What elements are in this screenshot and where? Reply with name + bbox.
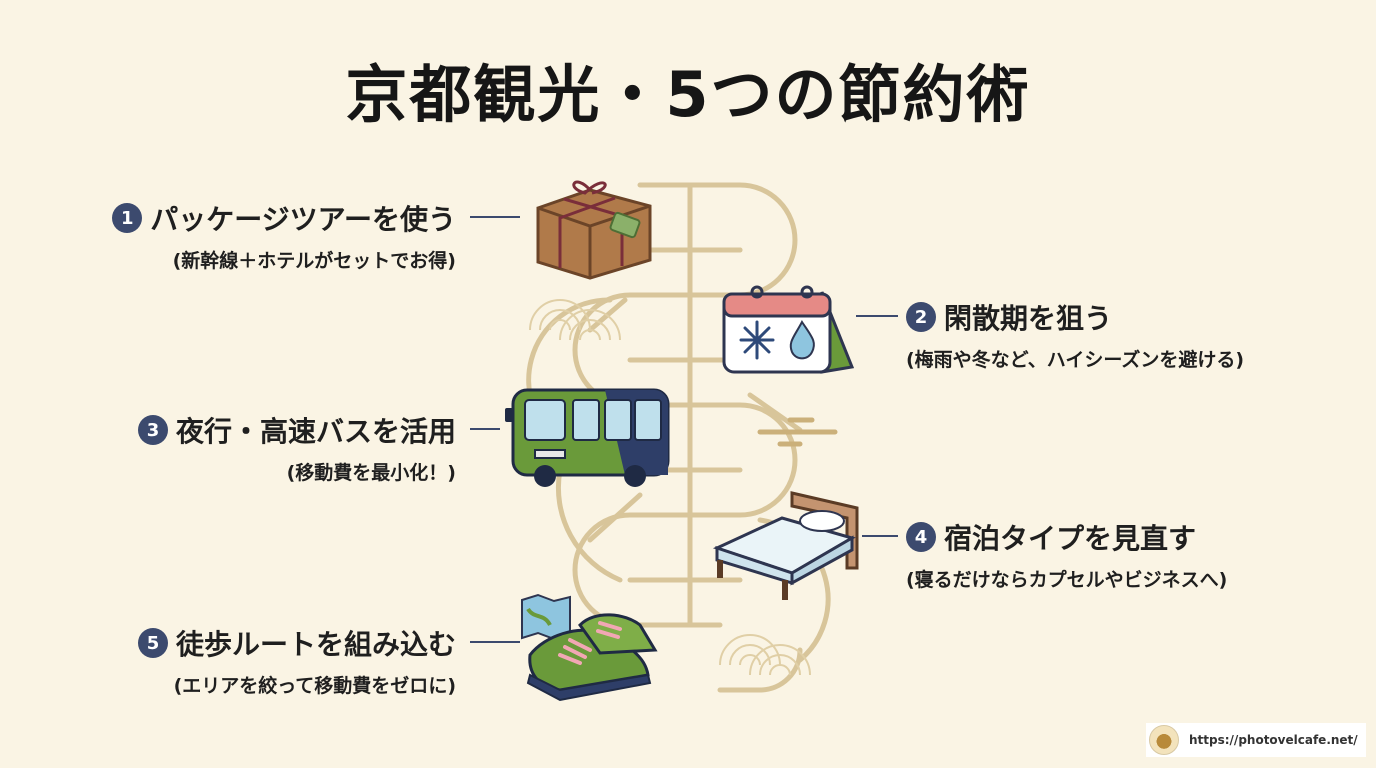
connector-line <box>470 428 500 430</box>
number-badge: 2 <box>906 302 936 332</box>
number-badge: 4 <box>906 522 936 552</box>
connector-line <box>470 216 520 218</box>
tip-note: (移動費を最小化！) <box>286 462 456 484</box>
connector-line <box>470 641 520 643</box>
connector-line <box>856 315 898 317</box>
tip-4: 4 宿泊タイプを見直す (寝るだけならカプセルやビジネスへ) <box>906 517 1227 592</box>
tip-heading: 閑散期を狙う <box>944 302 1113 335</box>
tip-note: (寝るだけならカプセルやビジネスへ) <box>906 569 1228 591</box>
sneakers-map-icon <box>521 593 658 702</box>
calendar-icon <box>722 285 855 374</box>
tip-heading: 宿泊タイプを見直す <box>944 522 1197 555</box>
connector-line <box>862 535 898 537</box>
tip-note: (梅雨や冬など、ハイシーズンを避ける) <box>906 349 1245 371</box>
tip-heading: 徒歩ルートを組み込む <box>175 628 456 661</box>
tip-note: (新幹線＋ホテルがセットでお得) <box>172 250 456 272</box>
site-url-link[interactable]: https://photovelcafe.net/ <box>1189 733 1358 747</box>
tip-note: (エリアを絞って移動費をゼロに) <box>173 675 456 697</box>
gift-box-icon <box>536 180 652 280</box>
bed-icon <box>712 491 859 600</box>
wave-pattern-icon <box>529 299 811 676</box>
number-badge: 5 <box>137 628 168 658</box>
tip-1: 1 パッケージツアーを使う (新幹線＋ホテルがセットでお得) <box>112 198 456 273</box>
tip-heading: パッケージツアーを使う <box>150 203 456 236</box>
page-title: 京都観光・5つの節約術 <box>345 58 1031 131</box>
bus-icon <box>505 388 670 487</box>
cloud-stroke-icon <box>757 417 838 447</box>
tip-3: 3 夜行・高速バスを活用 (移動費を最小化！) <box>137 410 456 485</box>
tip-5: 5 徒歩ルートを組み込む (エリアを絞って移動費をゼロに) <box>137 623 456 698</box>
number-badge: 3 <box>137 415 168 445</box>
number-badge: 1 <box>112 203 143 233</box>
tip-2: 2 閑散期を狙う (梅雨や冬など、ハイシーズンを避ける) <box>906 297 1244 372</box>
tip-heading: 夜行・高速バスを活用 <box>175 415 456 448</box>
site-logo-icon <box>1149 725 1179 755</box>
footer-credit: https://photovelcafe.net/ <box>1146 723 1366 757</box>
